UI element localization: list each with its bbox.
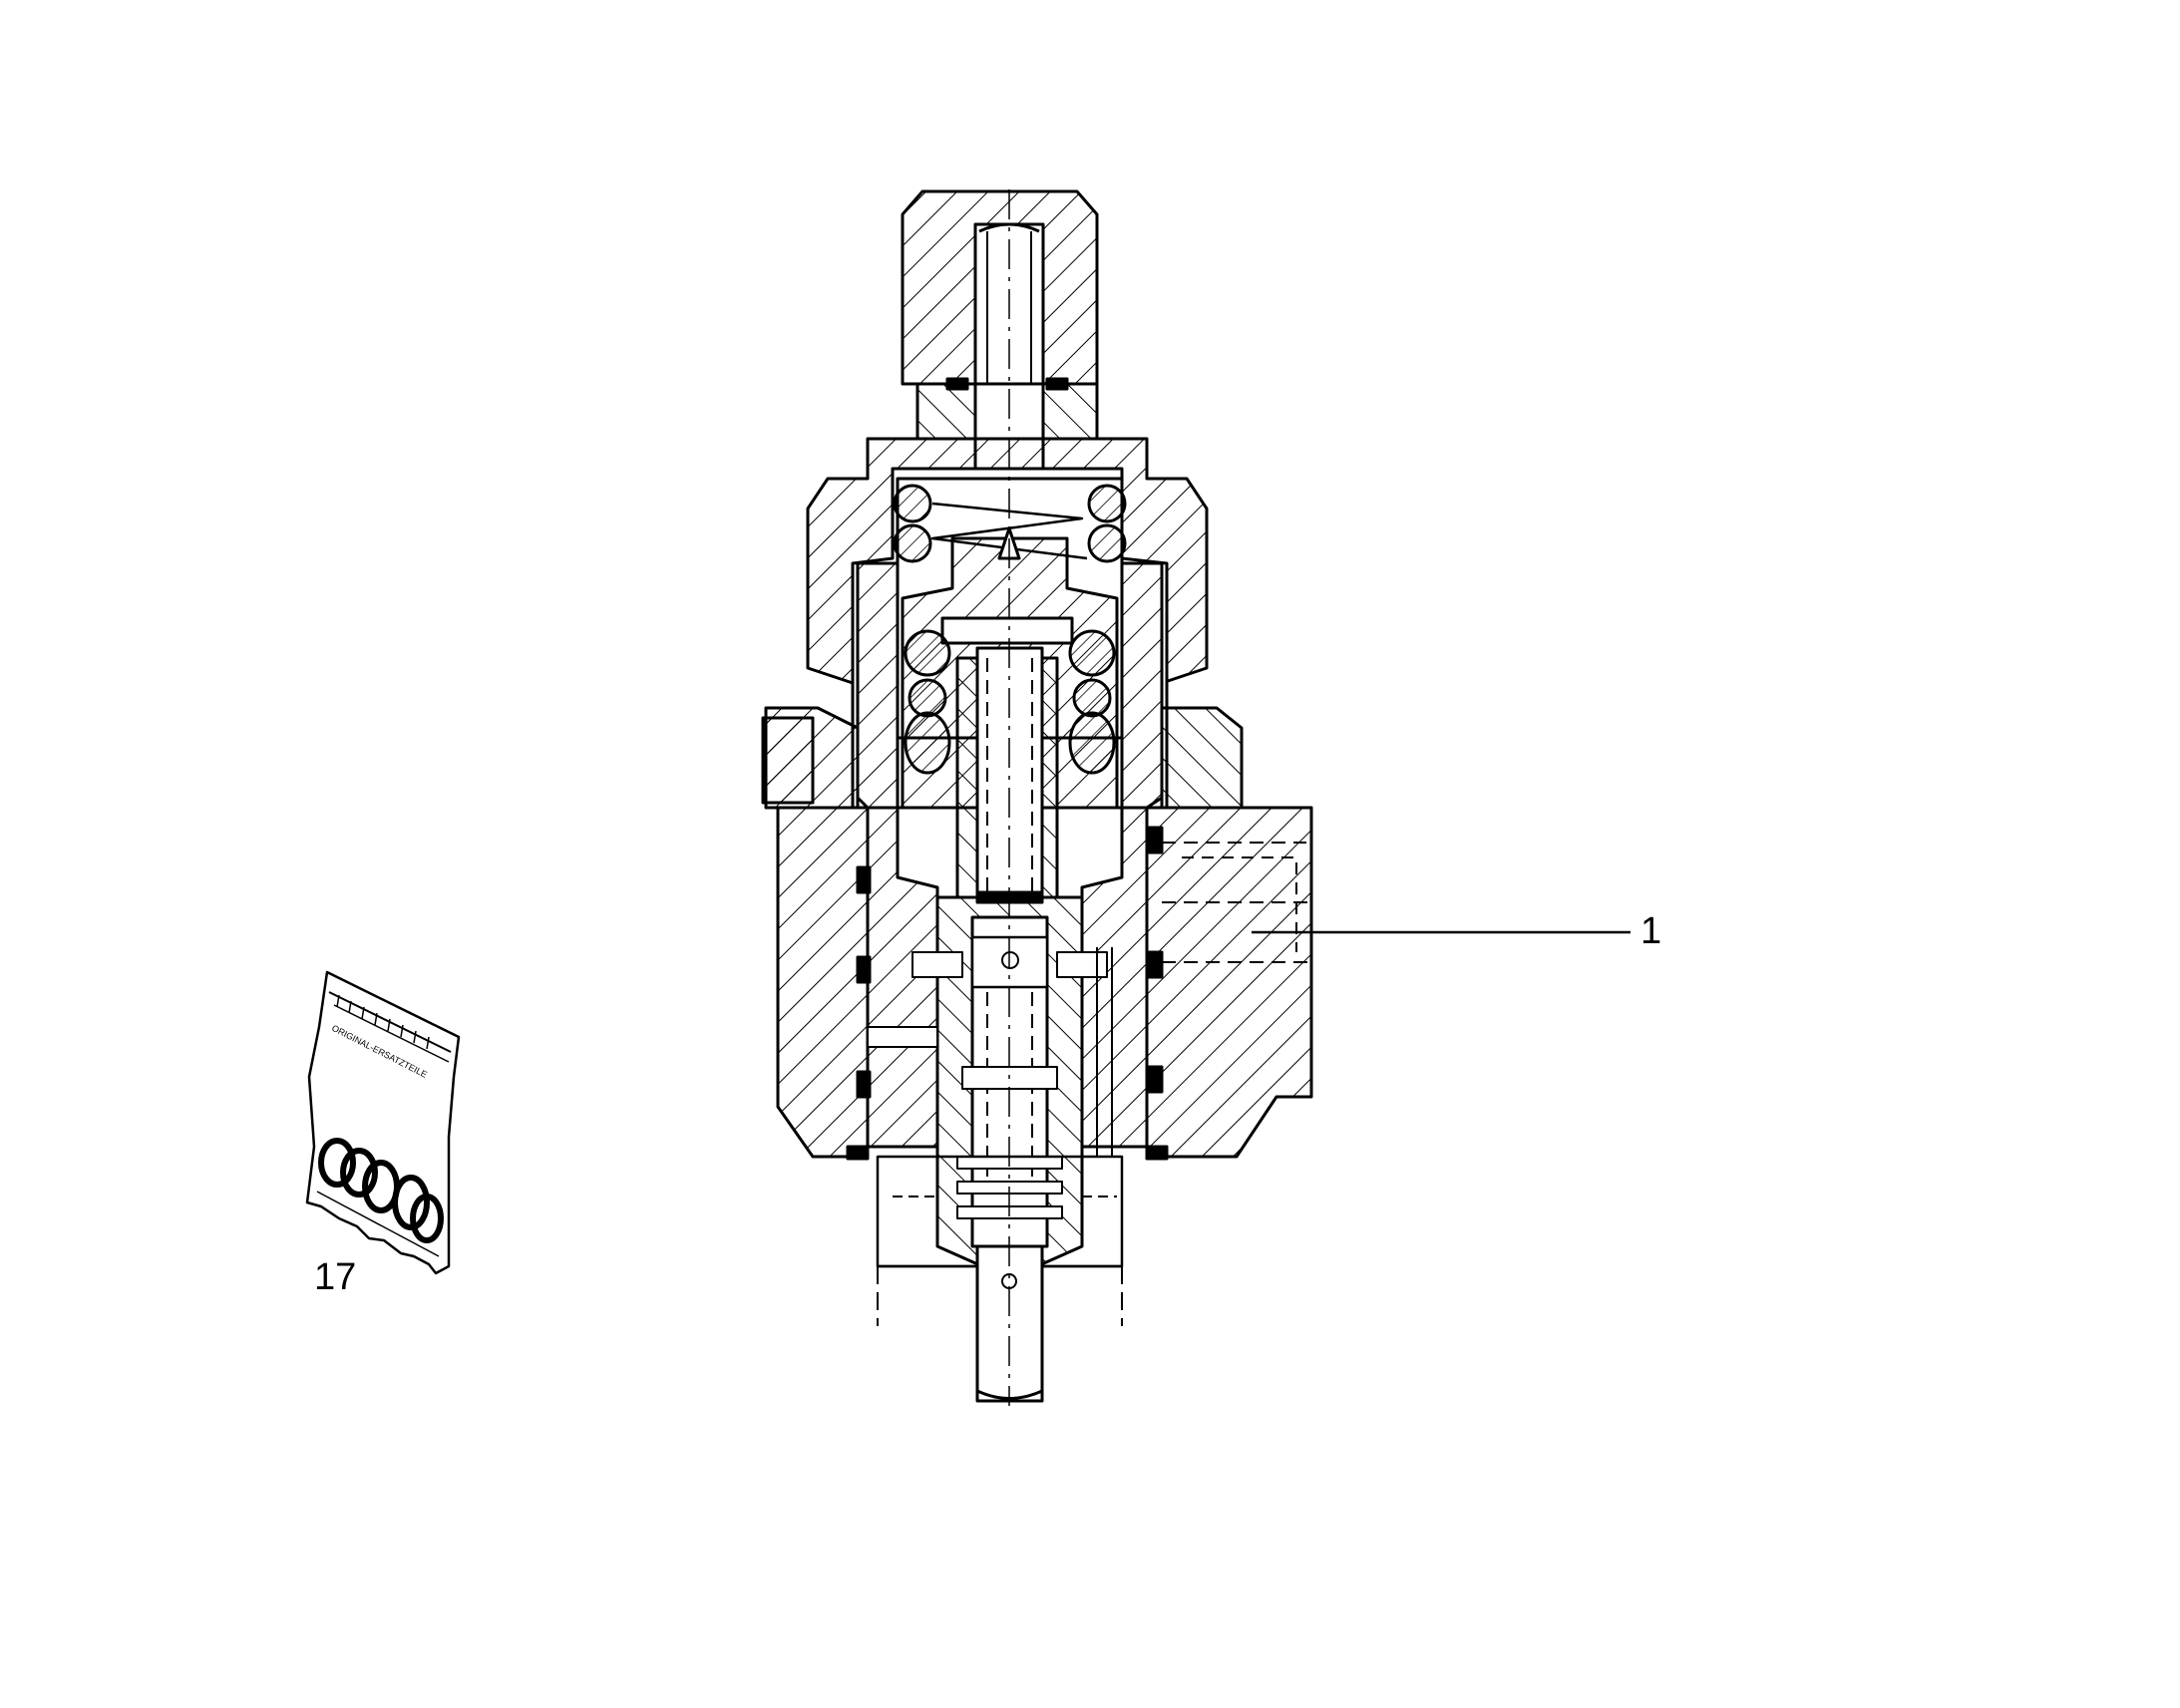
valve-assembly <box>761 189 1631 1406</box>
center-bore <box>955 646 1059 904</box>
lower-body-left <box>761 706 872 1161</box>
o-ring-icon <box>318 1138 444 1243</box>
lock-nut <box>915 377 1099 474</box>
lower-body-right <box>1145 706 1313 1161</box>
callout-number-17: 17 <box>314 1256 357 1298</box>
inner-sleeve <box>856 561 1164 1149</box>
callout-number-1: 1 <box>1640 910 1662 952</box>
seal-kit-bag-icon: ORIGINAL-ERSATZTEILE <box>305 970 461 1275</box>
